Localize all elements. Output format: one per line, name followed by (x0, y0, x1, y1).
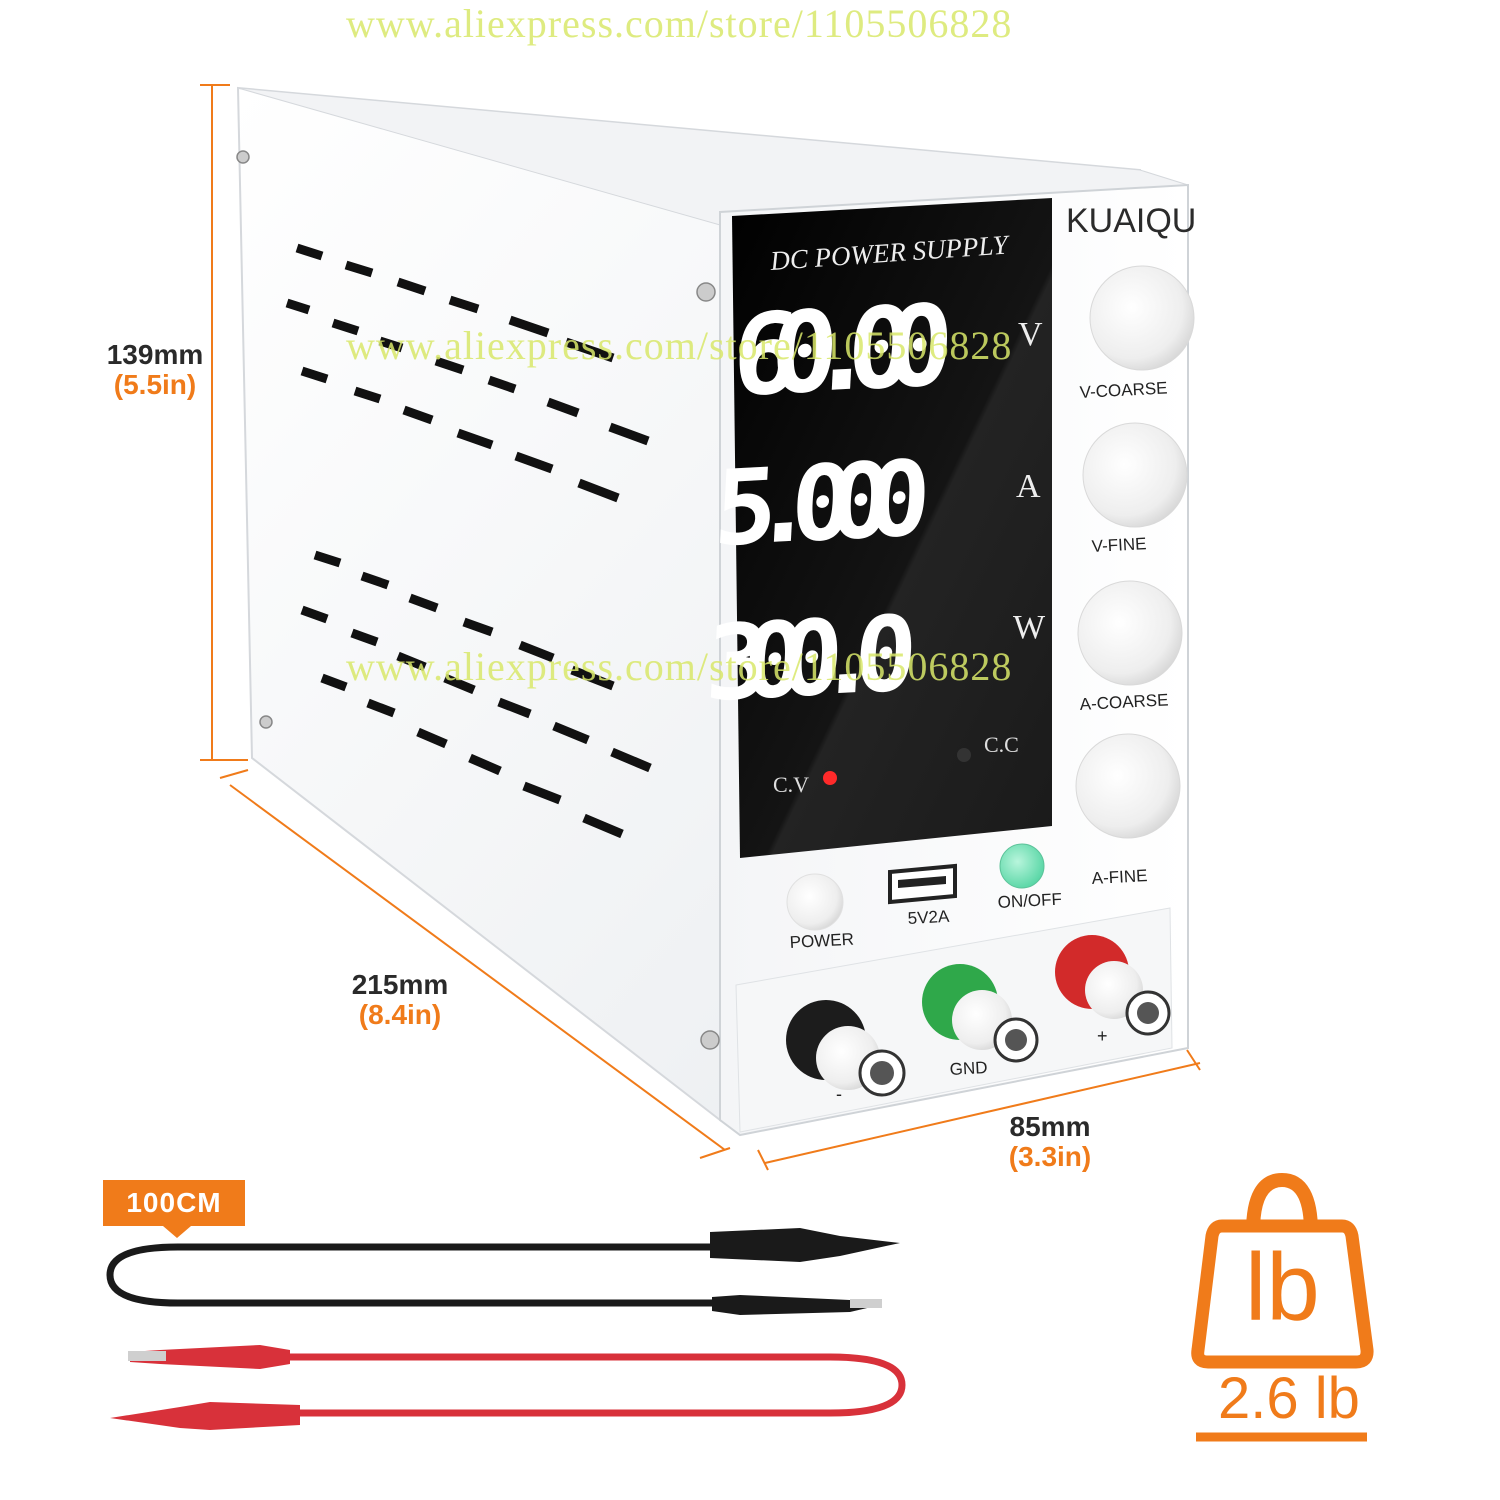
terminal-positive[interactable] (1055, 935, 1171, 1036)
weight-value: 2.6 lb (1218, 1366, 1360, 1431)
vent-slots-upper (285, 243, 650, 503)
current-unit: A (1016, 468, 1041, 505)
knob-a-fine[interactable] (1075, 733, 1181, 839)
onoff-button[interactable] (999, 843, 1045, 889)
onoff-label: ON/OFF (997, 890, 1062, 912)
usb-label: 5V2A (907, 907, 950, 928)
power-readout: 300.0 (703, 592, 920, 724)
weight-icon-text: lb (1245, 1234, 1320, 1341)
test-leads-illustration (106, 1228, 906, 1430)
dim-depth: 215mm (8.4in) (335, 970, 465, 1030)
power-unit: W (1013, 609, 1046, 646)
watermark-lower: www.aliexpress.com/store/1105506828 (346, 644, 1013, 689)
cv-indicator (823, 771, 837, 785)
knobs (1075, 265, 1195, 839)
display-digits: 60.00 5.000 300.0 (703, 281, 957, 725)
dim-height-in: (5.5in) (113, 369, 197, 400)
knob-label-a-fine: A-FINE (1091, 866, 1148, 888)
minus-label: - (836, 1084, 842, 1104)
knob-label-v-fine: V-FINE (1091, 534, 1147, 556)
dimension-lines (200, 84, 1201, 1171)
voltage-unit: V (1018, 316, 1043, 353)
terminal-negative[interactable] (786, 1000, 906, 1097)
current-readout: 5.000 (711, 437, 933, 570)
brand-logo: KUAIQU (1066, 202, 1196, 240)
power-label: POWER (789, 930, 854, 952)
dim-depth-in: (8.4in) (358, 999, 442, 1030)
weight-bag-icon: lb (1191, 1172, 1374, 1442)
dim-width: 85mm (3.3in) (985, 1112, 1115, 1172)
knob-v-fine[interactable] (1082, 422, 1188, 528)
dim-height: 139mm (5.5in) (90, 340, 220, 400)
knob-label-v-coarse: V-COARSE (1079, 378, 1168, 402)
dim-height-mm: 139mm (106, 339, 204, 370)
dim-width-in: (3.3in) (1008, 1141, 1092, 1172)
watermark-middle: www.aliexpress.com/store/1105506828 (346, 323, 1013, 368)
cable-length-badge: 100CM (103, 1180, 245, 1238)
knob-v-coarse[interactable] (1089, 265, 1195, 371)
gnd-label: GND (949, 1058, 988, 1079)
power-button[interactable] (786, 873, 844, 931)
dim-width-mm: 85mm (1009, 1111, 1091, 1142)
knob-a-coarse[interactable] (1077, 580, 1183, 686)
watermark-top: www.aliexpress.com/store/1105506828 (346, 1, 1013, 46)
terminal-gnd[interactable] (922, 964, 1039, 1063)
dim-depth-mm: 215mm (351, 969, 449, 1000)
voltage-readout: 60.00 (729, 281, 957, 422)
knob-label-a-coarse: A-COARSE (1079, 690, 1169, 714)
cv-label: C.V (773, 772, 809, 797)
vent-slots-lower (300, 550, 652, 839)
display-panel (732, 198, 1052, 858)
screw-icons (236, 150, 720, 1050)
cc-indicator (957, 748, 971, 762)
cc-label: C.C (984, 732, 1019, 757)
plus-label: + (1097, 1026, 1108, 1046)
